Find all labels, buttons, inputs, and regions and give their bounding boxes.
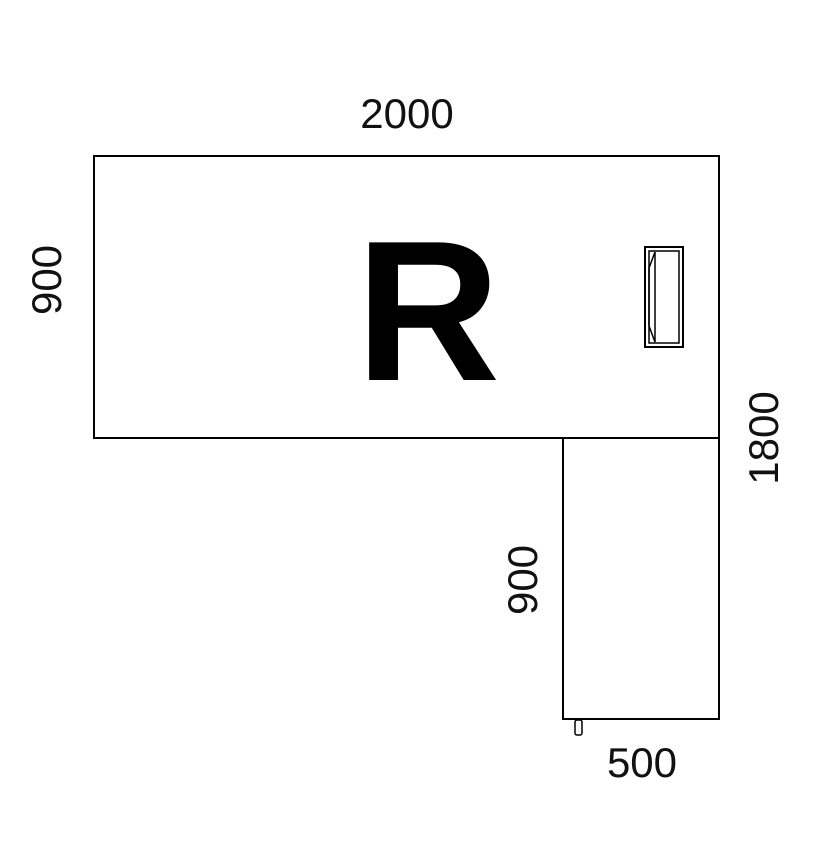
main-desktop (93, 155, 720, 439)
dimension-return-width: 500 (607, 739, 677, 786)
dimension-return-length: 900 (499, 545, 546, 615)
orientation-label: R (356, 200, 500, 423)
dimension-top-width: 2000 (360, 90, 453, 137)
dimension-right-total-depth: 1800 (740, 391, 787, 484)
desk-return (562, 437, 720, 720)
leveling-foot-icon (574, 719, 583, 736)
cable-port-icon (644, 246, 684, 348)
dimension-left-depth: 900 (23, 245, 70, 315)
